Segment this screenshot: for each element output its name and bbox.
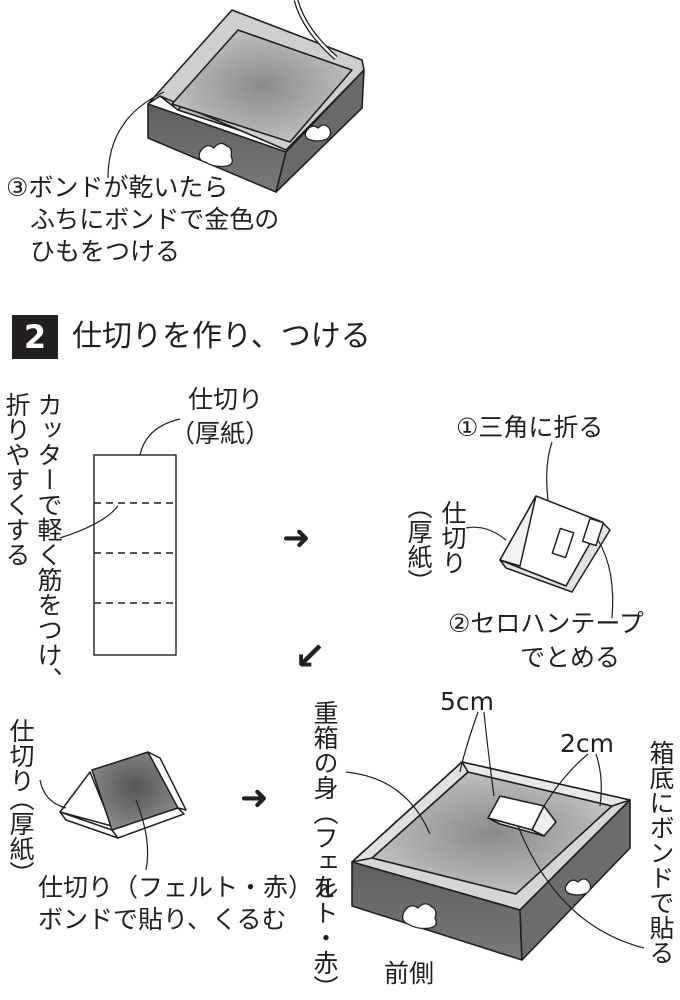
top-note-line-2: ふちにボンドで金色の — [30, 205, 280, 234]
top-note-line-1: ③ボンドが乾いたら — [6, 173, 229, 202]
step-number-badge: 2 — [12, 315, 58, 359]
divider-card-drawing — [93, 454, 177, 656]
leader-line — [465, 526, 507, 541]
leader-line — [107, 91, 165, 179]
box-body-drawing — [351, 761, 631, 961]
leader-line — [517, 825, 645, 949]
top-box-drawing — [147, 0, 365, 193]
front-side-label: 前側 — [384, 959, 435, 988]
leader-line — [546, 441, 553, 501]
leader-line — [597, 539, 614, 619]
triangle-divider-drawing — [499, 495, 611, 593]
leader-line — [595, 753, 602, 807]
leader-line — [135, 799, 149, 871]
leader-line — [139, 418, 181, 456]
leader-line — [459, 711, 479, 773]
divider-material-label: （厚紙） — [6, 786, 35, 886]
felt-divider-drawing — [59, 751, 187, 839]
dimension-2cm: 2cm — [560, 729, 615, 758]
tape-note-line-1: ②セロハンテープ — [448, 609, 644, 638]
leader-line — [39, 779, 67, 809]
glue-note: 箱底にボンドで貼る — [646, 740, 675, 965]
arrow-down-left-icon: ↙ — [294, 634, 326, 678]
divider-label: 仕切り — [438, 500, 467, 575]
box-body-label: 重箱の身（フェルト・赤） — [310, 700, 339, 1000]
leader-line — [543, 753, 589, 807]
divider-label: 仕切り — [6, 718, 35, 793]
divider-material-label: （厚紙） — [170, 419, 271, 448]
step-title: 仕切りを作り、つける — [72, 319, 371, 354]
dimension-5cm: 5cm — [440, 687, 495, 716]
top-note-line-3: ひもをつける — [30, 237, 181, 266]
arrow-right-icon: ➜ — [282, 518, 311, 558]
cut-note: カッターで軽く筋をつけ、 — [34, 392, 63, 692]
tape-note-line-2: でとめる — [520, 643, 621, 672]
felt-note-line-2: ボンドで貼り、くるむ — [38, 905, 287, 934]
felt-note-line-1: 仕切り（フェルト・赤）を — [38, 873, 339, 902]
leader-line — [345, 771, 431, 835]
leader-line — [59, 505, 119, 539]
divider-material-label: （厚紙） — [404, 494, 433, 594]
fold-note: 折りやすくする — [2, 392, 31, 567]
leader-line — [483, 711, 495, 797]
arrow-right-icon: ➜ — [240, 778, 269, 818]
divider-label: 仕切り — [188, 385, 264, 414]
fold-triangle-note: ①三角に折る — [456, 413, 604, 442]
